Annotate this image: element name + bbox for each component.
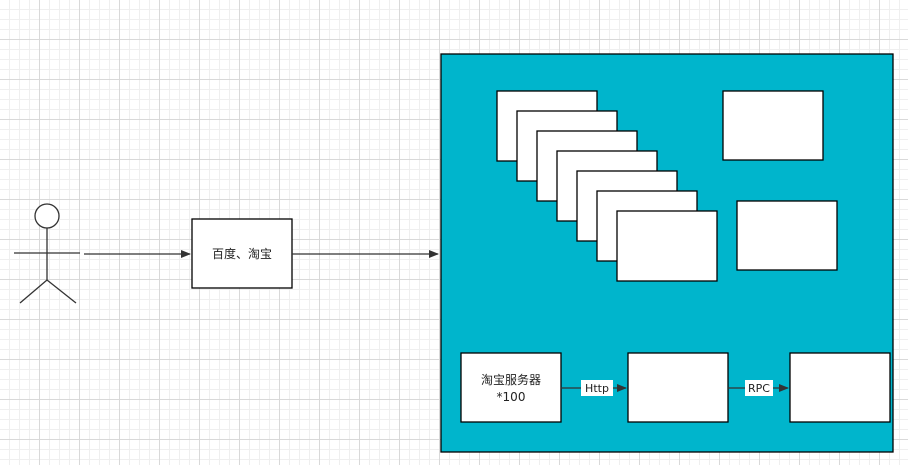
taobao-server-label-line1: 淘宝服务器: [481, 372, 541, 387]
gateway-label: 百度、淘宝: [212, 246, 272, 261]
service-box-right: [789, 352, 891, 423]
http-label: Http: [585, 382, 609, 395]
actor-head: [34, 203, 60, 229]
gateway-node: 百度、淘宝: [191, 218, 293, 289]
actor-right-leg: [46, 279, 77, 304]
service-box-middle: [627, 352, 729, 423]
http-label-bg: [581, 380, 613, 396]
rpc-label: RPC: [748, 382, 770, 395]
server-box-top-right: [722, 90, 824, 161]
actor-left-leg: [19, 279, 48, 304]
server-box-middle-right: [736, 200, 838, 271]
taobao-server-node: 淘宝服务器 *100: [460, 352, 562, 423]
taobao-server-box: [460, 352, 562, 423]
gateway-box: [191, 218, 293, 289]
rpc-label-bg: [745, 380, 773, 396]
stacked-servers: [496, 90, 718, 282]
stacked-server-box: [616, 210, 718, 282]
user-actor-icon: [14, 203, 80, 304]
taobao-server-label-line2: *100: [497, 390, 526, 404]
